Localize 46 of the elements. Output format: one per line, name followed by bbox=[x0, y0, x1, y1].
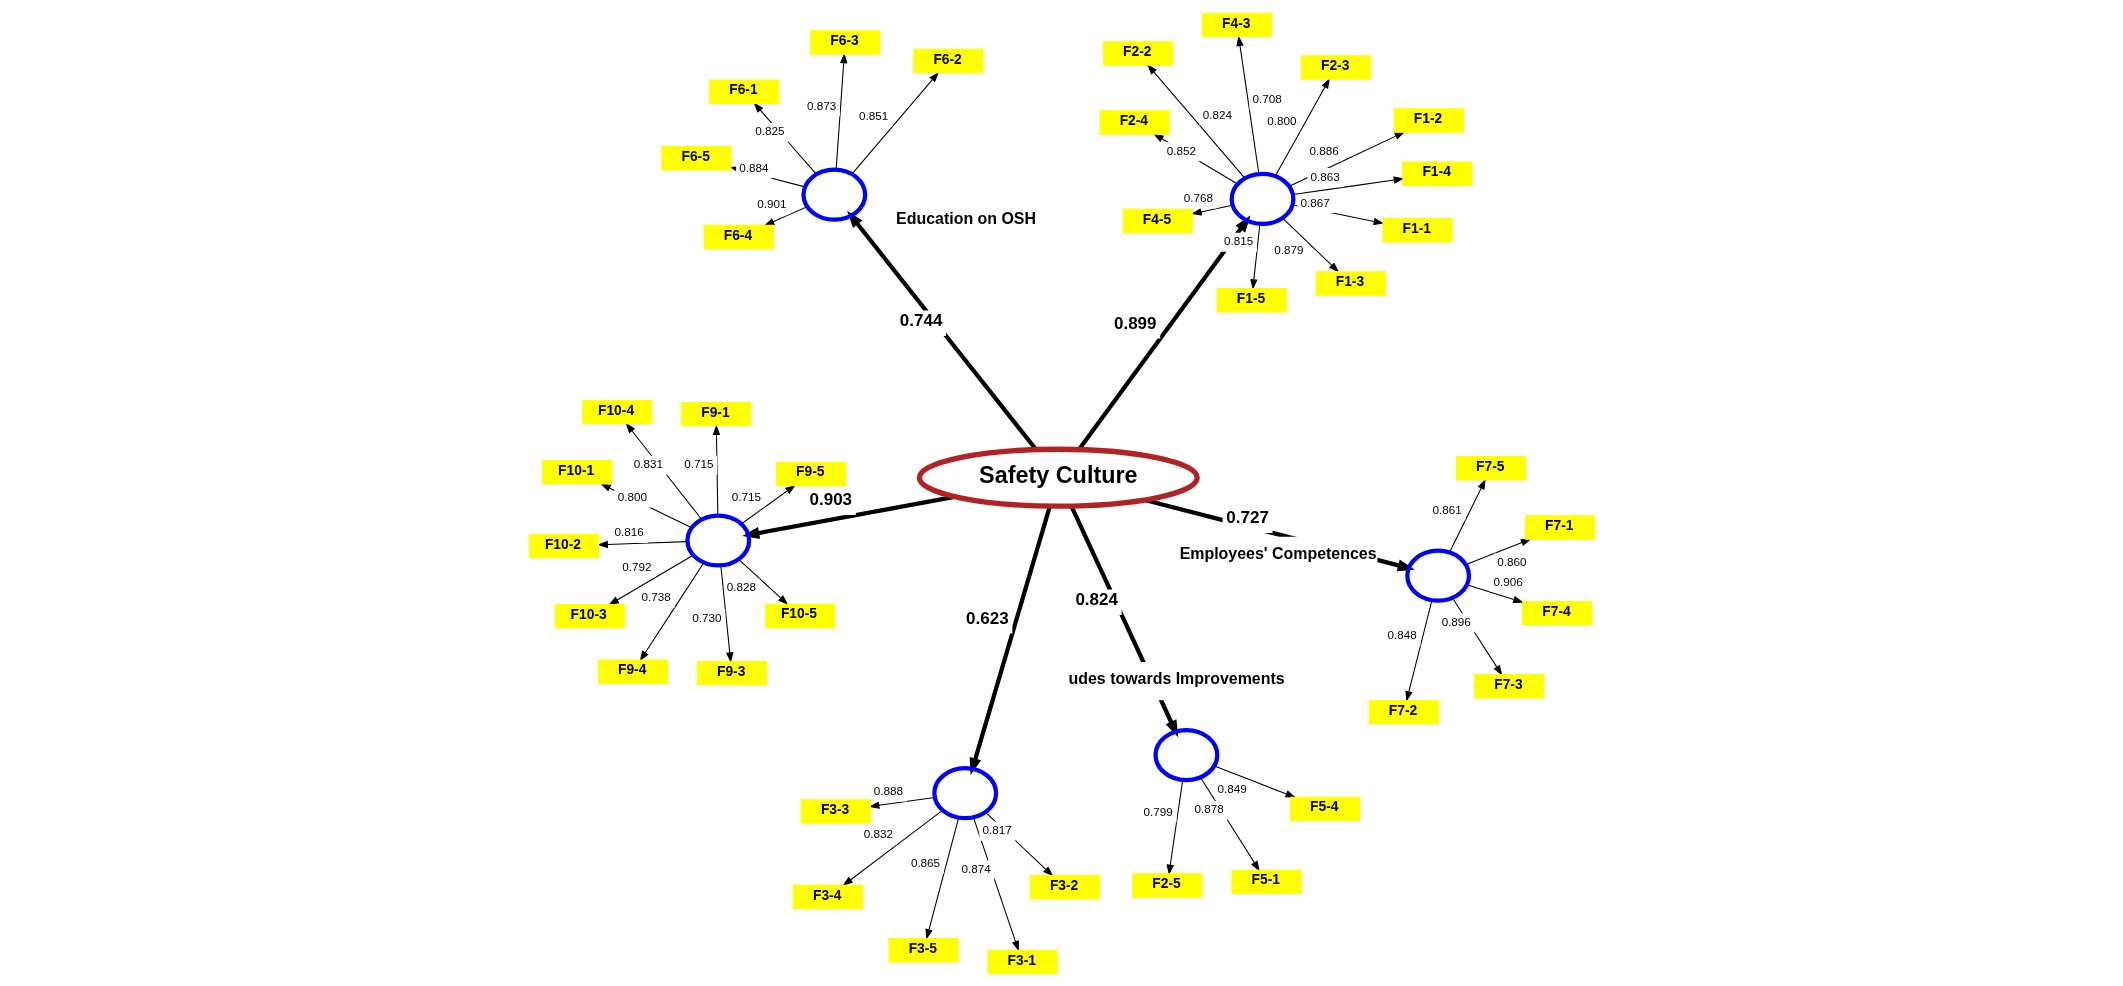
edge-label: 0.861 bbox=[1431, 502, 1462, 516]
edge-label: 0.884 bbox=[738, 160, 769, 174]
edge-label: 0.851 bbox=[858, 108, 888, 122]
edge-label: 0.849 bbox=[1216, 781, 1247, 795]
edge-label: 0.800 bbox=[1266, 113, 1296, 127]
edge-label: 0.768 bbox=[1183, 190, 1213, 204]
edge-label: 0.874 bbox=[961, 861, 991, 875]
edge-label: 0.715 bbox=[731, 489, 761, 503]
edge-label: 0.738 bbox=[641, 589, 671, 603]
edge-label: 0.896 bbox=[1441, 614, 1471, 628]
edge-label: 0.865 bbox=[910, 855, 940, 869]
edge-label: 0.879 bbox=[1273, 242, 1303, 256]
edge-label: 0.831 bbox=[633, 456, 663, 470]
edge-label: 0.828 bbox=[726, 579, 756, 593]
edge-label: 0.825 bbox=[754, 123, 784, 137]
edge-label: 0.886 bbox=[1309, 143, 1339, 157]
edge-label: 0.730 bbox=[691, 610, 722, 624]
edge-label: 0.799 bbox=[1143, 804, 1173, 818]
edge-label: 0.867 bbox=[1300, 195, 1330, 209]
edge-label: 0.817 bbox=[982, 822, 1012, 836]
edge-label: 0.800 bbox=[617, 489, 647, 503]
edge-label: 0.901 bbox=[756, 196, 786, 210]
edge-label: 0.903 bbox=[809, 489, 852, 509]
edge-label: 0.888 bbox=[873, 783, 903, 797]
edge-label: 0.824 bbox=[1074, 589, 1118, 609]
edge-label: 0.824 bbox=[1202, 107, 1232, 121]
edge-label: 0.906 bbox=[1493, 574, 1523, 588]
edge-label: 0.815 bbox=[1223, 233, 1253, 247]
edge-label: 0.708 bbox=[1252, 91, 1282, 105]
edge-label: 0.623 bbox=[965, 608, 1009, 628]
edge-label: 0.744 bbox=[899, 310, 942, 330]
edge-label: 0.816 bbox=[614, 524, 644, 538]
edge-label: 0.899 bbox=[1113, 313, 1157, 333]
edge-label: 0.715 bbox=[683, 456, 713, 470]
edge-label: 0.863 bbox=[1310, 169, 1340, 183]
edge-label: 0.848 bbox=[1386, 627, 1417, 641]
node-label: Education on OSH bbox=[895, 209, 1036, 227]
edge-label: 0.792 bbox=[621, 559, 652, 573]
edge-label: 0.878 bbox=[1193, 801, 1224, 815]
node-label: Employees' Competences bbox=[1179, 544, 1377, 562]
edge-label: 0.852 bbox=[1166, 143, 1196, 157]
edge-label: 0.832 bbox=[863, 826, 893, 840]
edge-label: 0.873 bbox=[806, 98, 836, 112]
edge-label: 0.727 bbox=[1225, 507, 1269, 527]
node-label: udes towards Improvements bbox=[1068, 669, 1285, 687]
edge-label: 0.860 bbox=[1496, 554, 1526, 568]
